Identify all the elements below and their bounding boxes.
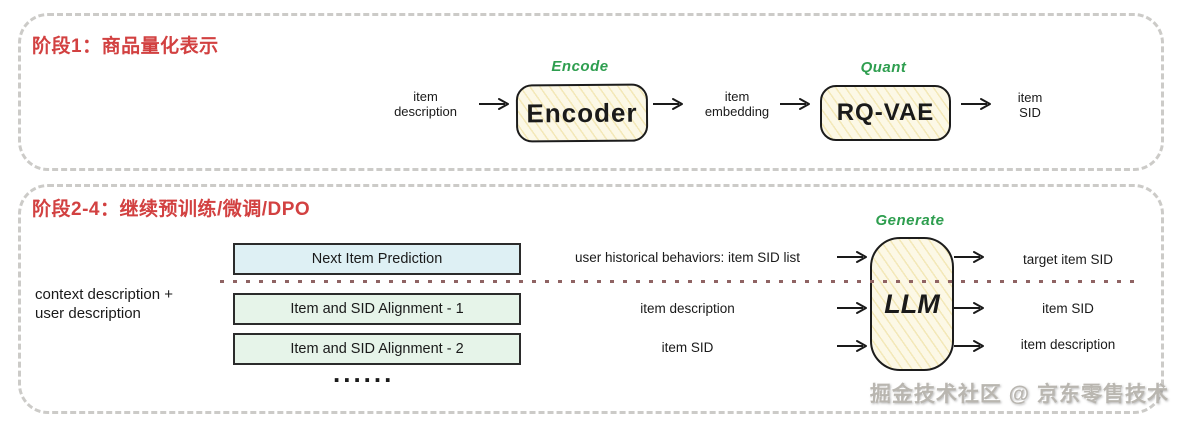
llm-box: LLM	[870, 237, 954, 371]
quant-step-label: Quant	[860, 59, 907, 76]
task-box-item-sid-alignment-1: Item and SID Alignment - 1	[233, 293, 521, 325]
stage2-title: 阶段2-4：继续预训练/微调/DPO	[32, 199, 311, 220]
context-description-label: context description + user description	[35, 286, 173, 322]
llm-output-row-3: item description	[1020, 337, 1116, 352]
encode-step-label: Encode	[551, 58, 609, 75]
more-tasks-ellipsis: ......	[333, 358, 395, 388]
arrow-right-icon	[954, 340, 984, 352]
arrow-right-icon	[653, 98, 683, 110]
arrow-right-icon	[837, 340, 867, 352]
task-box-item-sid-alignment-2: Item and SID Alignment - 2	[233, 333, 521, 365]
encoder-box: Encoder	[515, 83, 649, 143]
stage1-output-label: item SID	[1017, 90, 1043, 121]
arrow-right-icon	[479, 98, 509, 110]
llm-output-row-1: target item SID	[1022, 252, 1114, 267]
llm-input-row-3: item SID	[661, 340, 714, 355]
stage1-title: 阶段1：商品量化表示	[32, 36, 219, 57]
task-box-next-item-prediction: Next Item Prediction	[233, 243, 521, 275]
generate-step-label: Generate	[875, 212, 945, 229]
arrow-right-icon	[954, 302, 984, 314]
llm-input-row-2: item description	[640, 301, 735, 316]
arrow-right-icon	[837, 251, 867, 263]
arrow-right-icon	[961, 98, 991, 110]
llm-output-row-2: item SID	[1042, 301, 1094, 316]
watermark-text: 掘金技术社区 @ 京东零售技术	[869, 383, 1169, 406]
rqvae-box: RQ-VAE	[820, 85, 951, 141]
arrow-right-icon	[954, 251, 984, 263]
train-inference-divider-line	[220, 280, 1141, 283]
stage2-panel	[18, 184, 1164, 414]
stage1-panel	[18, 13, 1164, 171]
arrow-right-icon	[837, 302, 867, 314]
stage1-input-label: item description	[394, 89, 457, 120]
llm-input-row-1: user historical behaviors: item SID list	[574, 250, 801, 265]
stage1-embedding-label: item embedding	[704, 89, 770, 120]
arrow-right-icon	[780, 98, 810, 110]
